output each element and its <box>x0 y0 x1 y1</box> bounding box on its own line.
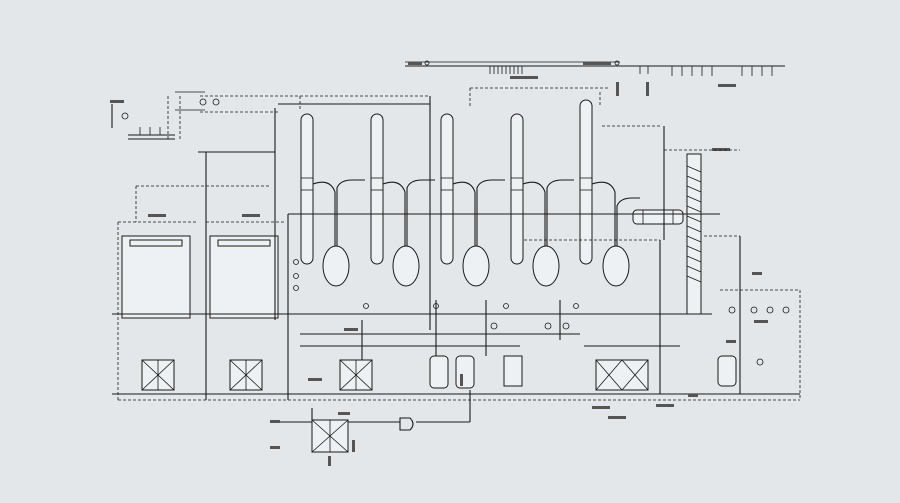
vapor-crossover-pipes <box>336 179 640 246</box>
heat-exchanger-2 <box>229 359 263 391</box>
left-valve-manifold <box>110 91 430 140</box>
surface-condenser <box>632 209 684 225</box>
receiver-vessels <box>399 355 737 431</box>
storage-tank-2 <box>206 214 284 319</box>
evaporator-effect-5 <box>579 99 630 287</box>
evaporator-effect-2 <box>370 113 420 287</box>
packed-column <box>664 148 740 315</box>
branch-valves-right <box>616 66 773 96</box>
process-piping <box>112 96 800 423</box>
storage-tank-1 <box>118 214 196 319</box>
control-signal-lines <box>117 87 801 401</box>
evaporator-effect-1 <box>300 113 350 287</box>
heat-exchanger-1 <box>141 359 175 391</box>
heat-exchanger-4 <box>595 359 649 391</box>
heat-exchanger-5 <box>311 419 349 466</box>
evaporator-effect-4 <box>510 113 560 287</box>
instrument-bubbles <box>293 259 790 366</box>
top-steam-header <box>405 60 785 67</box>
evaporator-effect-3 <box>440 113 490 287</box>
annotation-labels <box>270 272 768 452</box>
branch-valves-left <box>489 66 538 79</box>
heat-exchanger-3 <box>339 359 373 391</box>
